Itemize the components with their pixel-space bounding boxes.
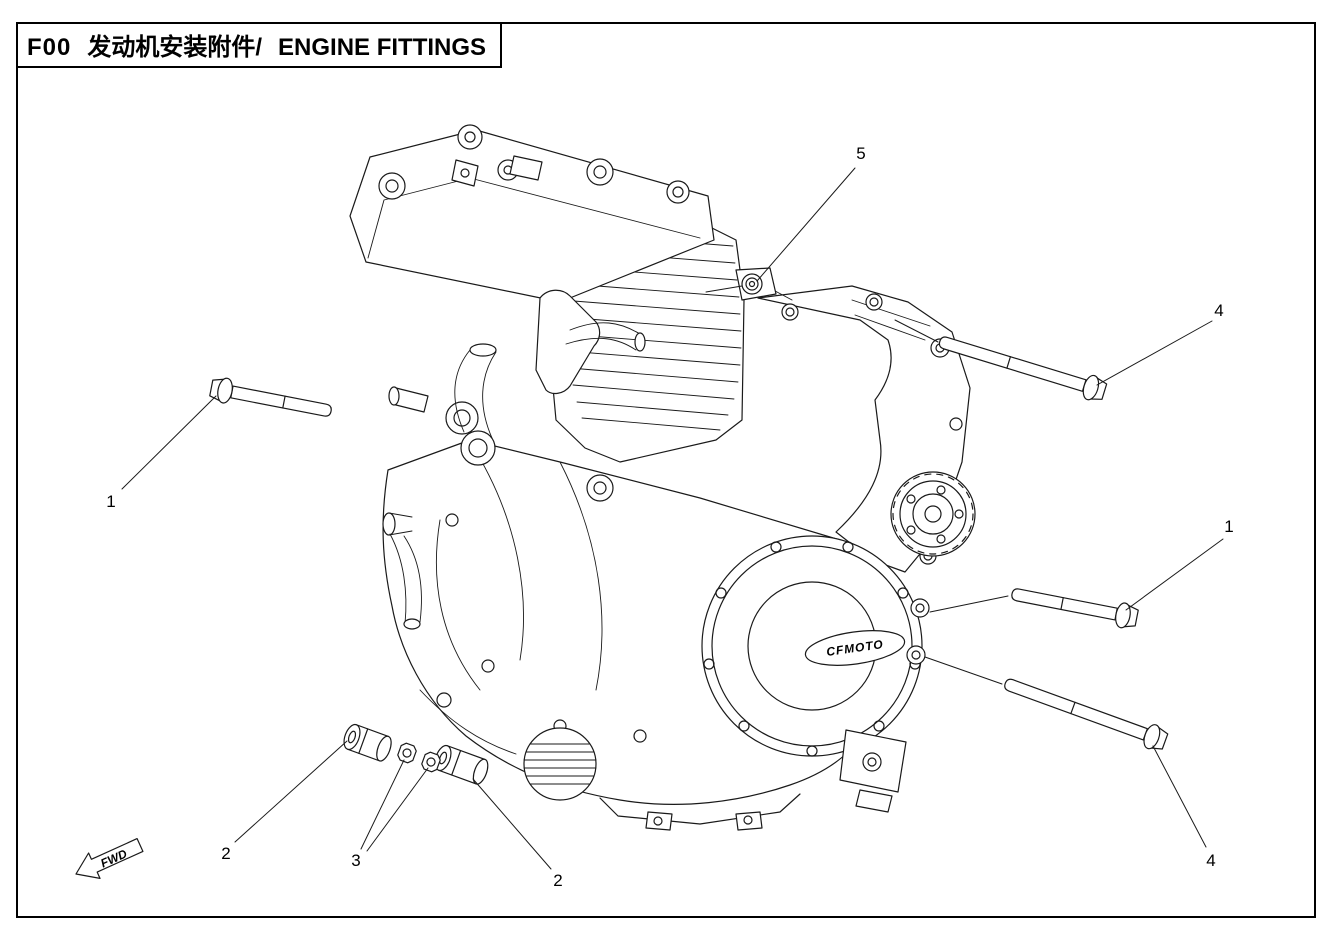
water-pump-hoses [454,289,646,466]
page-border [16,22,1316,918]
nut-part-3a [397,742,417,764]
callout-1-right: 1 [1224,517,1234,536]
left-pipes [382,386,429,630]
fwd-arrow: FWD [75,837,144,880]
nut-part-3b [421,751,441,773]
callout-2-bottom-left: 2 [221,844,231,863]
callout-4-top-right: 4 [1214,301,1224,320]
callout-5-top: 5 [856,144,866,163]
section-code: F00 [27,34,72,61]
valve-cover [349,124,715,303]
leader-lines [121,167,1224,870]
callout-3-bottom: 3 [351,851,361,870]
bolt-part-4-bottom-right [1004,678,1169,750]
bolt-part-1-left [209,377,332,417]
callout-2-bottom-mid: 2 [553,871,563,890]
nut-part-5 [741,273,763,295]
sprocket [890,471,976,557]
bottom-brackets [599,729,907,831]
bolt-part-4-top-right [938,336,1108,401]
title-box: F00 发动机安装附件/ ENGINE FITTINGS [16,22,503,68]
bolt-part-1-right [1011,588,1139,629]
engine-illustration: CFMOTO [349,124,976,831]
bushing-part-2-mid [434,744,489,785]
callout-1-left: 1 [106,492,116,511]
loose-parts [209,273,1169,785]
title-chinese: 发动机安装附件/ [87,34,263,61]
clutch-cover: CFMOTO [701,535,930,757]
title-english: ENGINE FITTINGS [278,34,487,61]
bushing-part-2-left [343,723,392,762]
fwd-label: FWD [98,846,129,870]
oil-filter [523,727,597,801]
callout-4-bottom-right: 4 [1206,851,1216,870]
